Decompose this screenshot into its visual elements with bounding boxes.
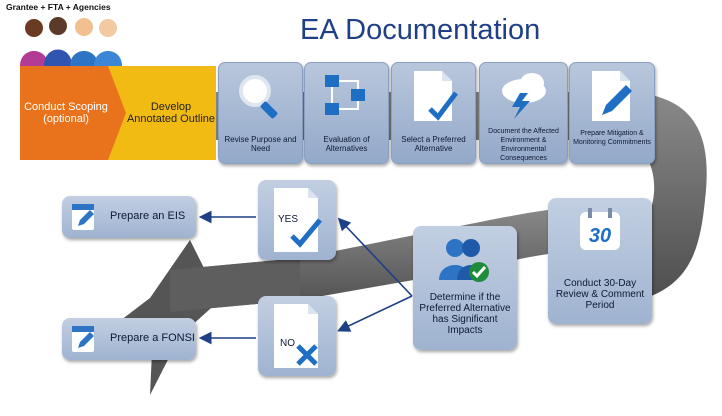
arrow-determine-yes [337, 217, 413, 297]
step-review: 30 Conduct 30-Day Review & Comment Perio… [548, 198, 652, 324]
step-evaluation-label: Evaluation of Alternatives [323, 135, 370, 153]
document-pen-icon [592, 71, 632, 121]
notepad-pen-icon [72, 204, 94, 230]
document-check-icon [414, 71, 458, 121]
step-mitigation-label: Prepare Mitigation & Monitoring Commitme… [573, 130, 651, 146]
step-preferred: Select a Preferred Alternative [391, 62, 476, 164]
outline-label: Develop Annotated Outline [126, 101, 216, 125]
step-review-label: Conduct 30-Day Review & Comment Period [555, 278, 645, 311]
outline-chevron [108, 66, 216, 160]
step-mitigation: Prepare Mitigation & Monitoring Commitme… [569, 62, 655, 164]
people-check-icon [439, 239, 489, 282]
step-determine: Determine if the Preferred Alternative h… [413, 226, 517, 350]
page-title: EA Documentation [300, 14, 541, 46]
no-label: NO [280, 338, 295, 349]
no-card: NO [258, 296, 336, 376]
scoping-chevron [20, 66, 130, 160]
group-label: Grantee + FTA + Agencies [6, 2, 111, 12]
document-cross-icon [274, 304, 318, 368]
step-preferred-label: Select a Preferred Alternative [401, 135, 466, 153]
fonsi-card: Prepare a FONSI [62, 318, 196, 360]
calendar-icon: 30 [580, 208, 620, 250]
eis-label: Prepare an EIS [110, 210, 186, 222]
document-check-icon [274, 188, 322, 252]
review-badge: 30 [589, 225, 611, 247]
step-environment-label: Document the Affected Environment & Envi… [488, 128, 559, 162]
notepad-pen-icon [72, 326, 94, 352]
magnifier-icon [239, 75, 278, 119]
cloud-lightning-icon [502, 73, 546, 119]
yes-card: YES [258, 180, 336, 260]
people-icon [20, 17, 122, 66]
flowchart-icon [325, 75, 365, 115]
step-revise-purpose-label: Revise Purpose and Need [224, 135, 297, 153]
eis-card: Prepare an EIS [62, 196, 196, 238]
step-revise-purpose: Revise Purpose and Need [218, 62, 303, 164]
scoping-label: Conduct Scoping (optional) [24, 101, 108, 125]
step-evaluation: Evaluation of Alternatives [304, 62, 389, 164]
yes-label: YES [278, 214, 299, 225]
fonsi-label: Prepare a FONSI [110, 332, 195, 344]
step-environment: Document the Affected Environment & Envi… [479, 62, 568, 164]
step-determine-label: Determine if the Preferred Alternative h… [419, 292, 511, 336]
arrow-determine-no [337, 295, 413, 332]
